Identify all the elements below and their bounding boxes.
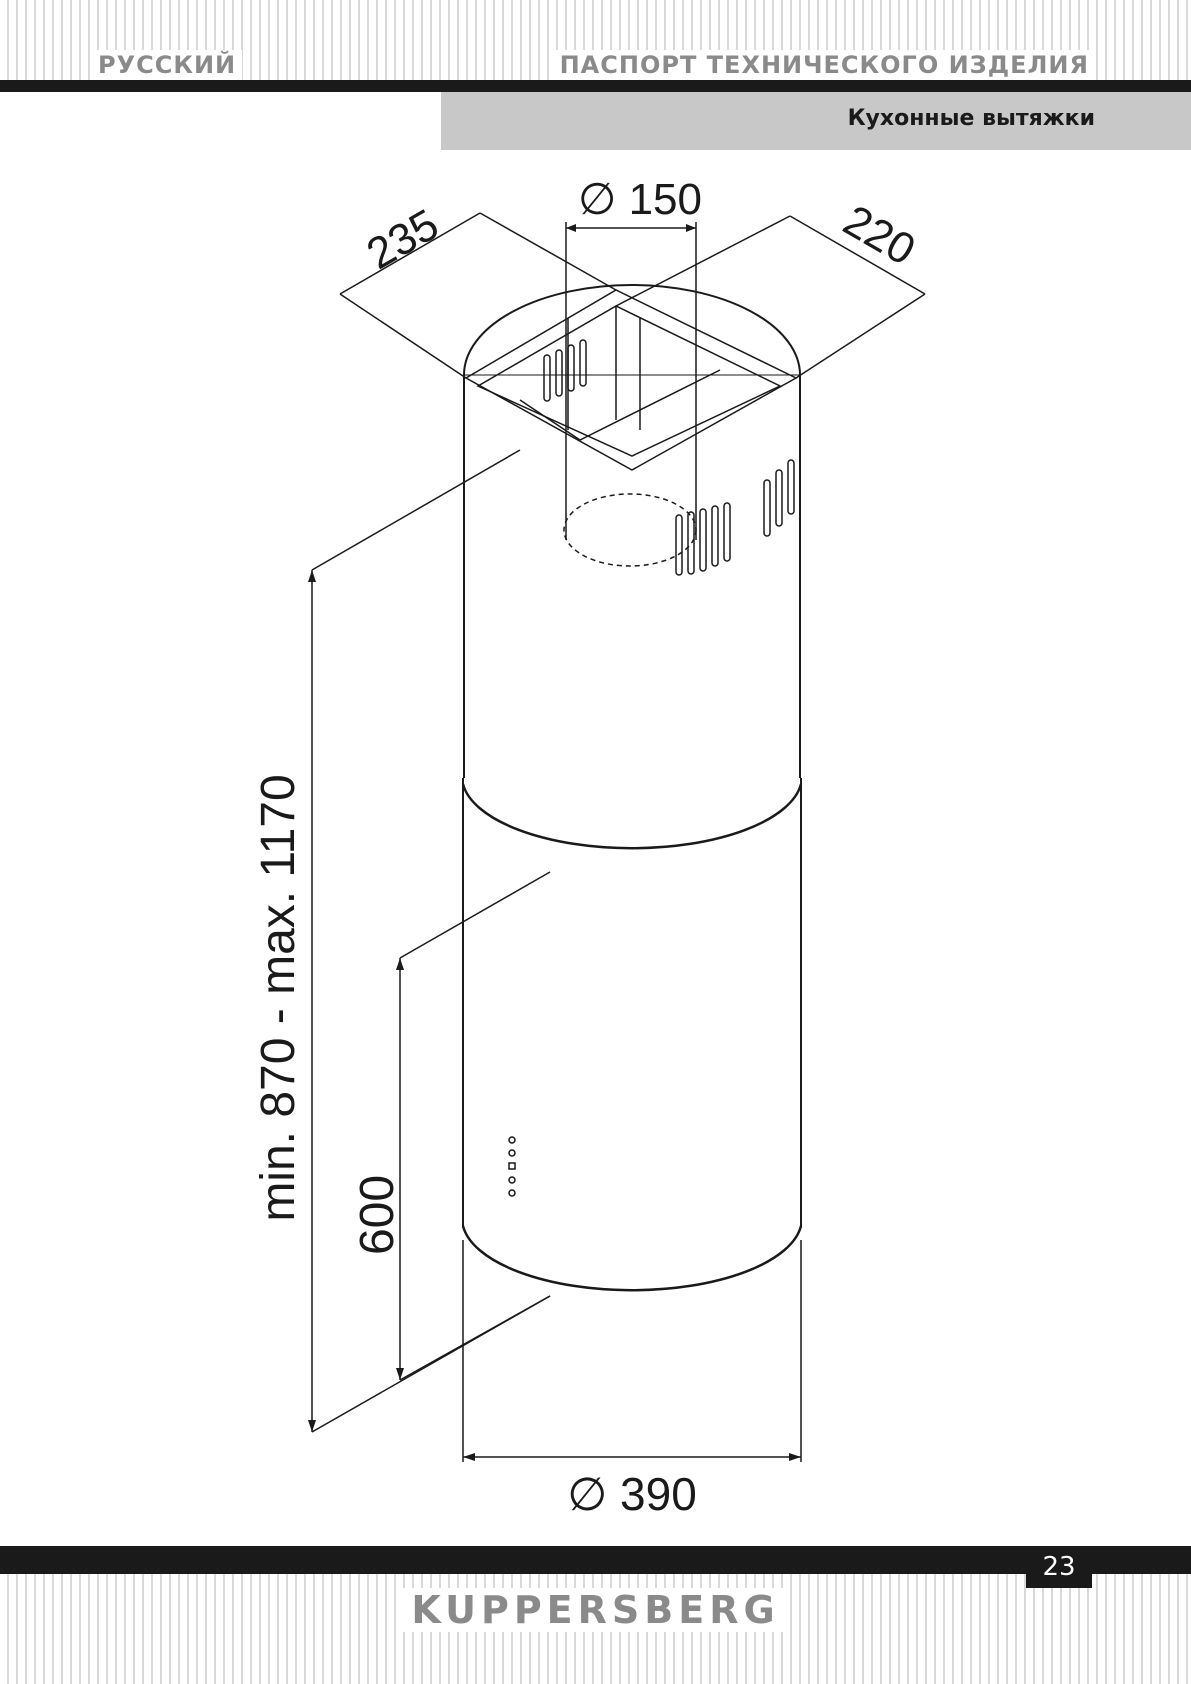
- lower-cylinder-outline: [462, 778, 802, 1292]
- mounting-bracket: [464, 289, 798, 471]
- upper-cylinder-outline: [463, 284, 801, 778]
- page-number: 23: [1026, 1546, 1092, 1588]
- section-band: Кухонные вытяжки: [441, 92, 1191, 150]
- dim-bracket-width: 220: [835, 196, 923, 275]
- control-buttons: [508, 1136, 516, 1197]
- dim-body-diameter: ∅ 390: [567, 1468, 697, 1520]
- hood-dimension-drawing: ∅ 150 235 220 min. 870 - max. 1170 600 ∅…: [252, 175, 926, 1520]
- dim-total-height: min. 870 - max. 1170: [252, 774, 305, 1221]
- section-title: Кухонные вытяжки: [847, 106, 1095, 131]
- footer-rule: [0, 1546, 1191, 1574]
- dim-body-height: 600: [351, 1175, 404, 1255]
- header-language: РУССКИЙ: [92, 50, 243, 80]
- dim-outlet-diameter: ∅ 150: [578, 175, 702, 224]
- dim-bracket-depth: 235: [359, 200, 447, 279]
- vent-slots: [543, 339, 795, 576]
- header-document-title: ПАСПОРТ ТЕХНИЧЕСКОГО ИЗДЕЛИЯ: [553, 50, 1095, 80]
- header-rule: [0, 80, 1191, 92]
- brand-name: KUPPERSBERG: [401, 1588, 790, 1632]
- brand-logo: KUPPERSBERG: [0, 1588, 1191, 1632]
- lower-cylinder-top-edge: [461, 783, 803, 850]
